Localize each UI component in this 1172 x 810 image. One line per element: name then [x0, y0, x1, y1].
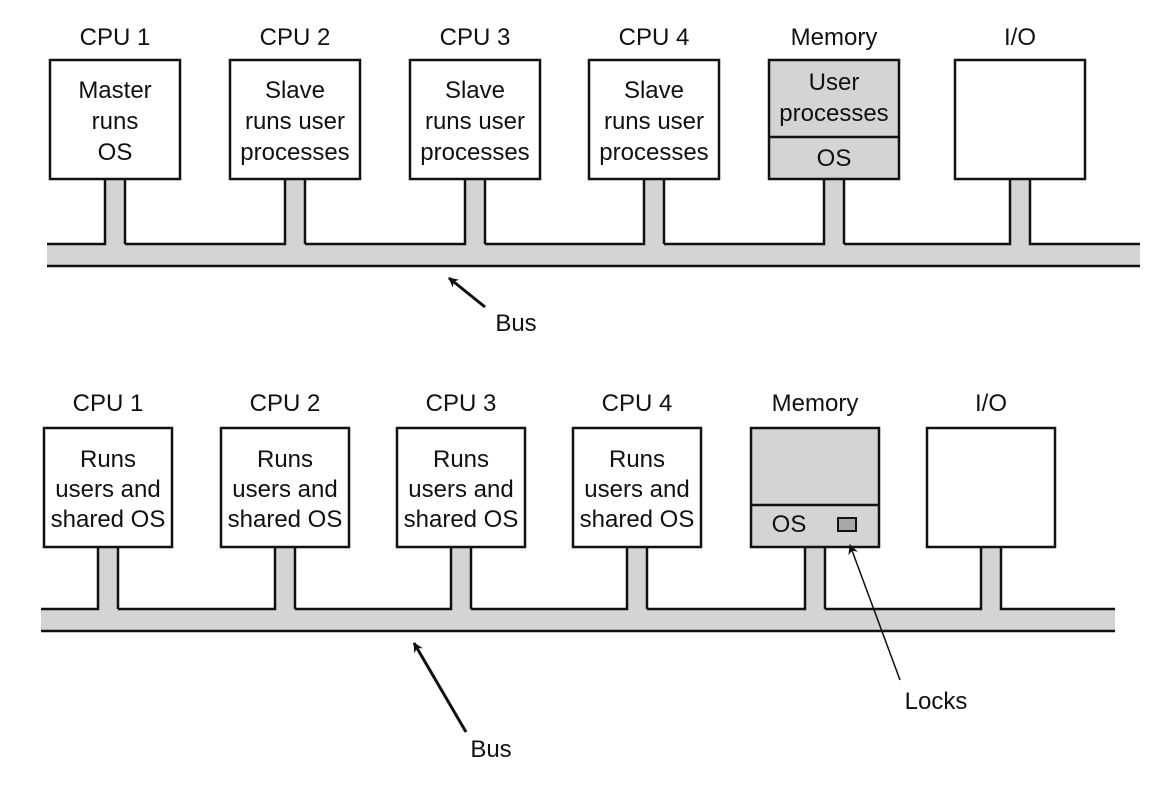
bus-connector [465, 179, 485, 246]
bus-connector [824, 179, 844, 246]
unit-box [749, 426, 881, 549]
unit-label: Memory [772, 390, 859, 417]
unit-text: shared OS [228, 506, 343, 533]
unit-text: Slave [445, 77, 505, 104]
unit-label: CPU 1 [73, 390, 144, 417]
unit-text: processes [599, 139, 708, 166]
unit-text: Runs [257, 446, 313, 473]
bus-connector [275, 547, 295, 611]
bus-top-edge [47, 179, 1140, 246]
unit-text: Runs [609, 446, 665, 473]
unit-box [395, 426, 527, 549]
unit-box [42, 426, 174, 549]
unit-text: runs [92, 108, 139, 135]
bus-connector [627, 547, 647, 611]
unit-label: CPU 4 [619, 24, 690, 51]
unit-cpu-2: CPU 2 Runs users and shared OS [219, 390, 351, 549]
bus-bar [41, 609, 1115, 631]
bus-connector [981, 547, 1001, 611]
unit-cpu-4: CPU 4 Slave runs user processes [587, 24, 721, 181]
unit-text: users and [232, 476, 337, 503]
memory-user-text: User [809, 69, 860, 96]
unit-label: CPU 1 [80, 24, 151, 51]
bus-connector [644, 179, 664, 246]
unit-box [587, 58, 721, 181]
unit-box [767, 58, 901, 181]
bus-connector [98, 547, 118, 611]
unit-text: runs user [604, 108, 704, 135]
bus [41, 547, 1115, 633]
bus-arrow-icon [412, 642, 468, 733]
unit-text: users and [408, 476, 513, 503]
locks-label: Locks [905, 688, 968, 715]
unit-label: Memory [791, 24, 878, 51]
memory-os-text: OS [772, 511, 807, 538]
bus-connector [805, 547, 825, 611]
unit-label: CPU 2 [260, 24, 331, 51]
unit-box [48, 58, 182, 181]
bus-bar [47, 244, 1140, 266]
unit-i-o: I/O [925, 390, 1057, 549]
locks-arrow-icon [848, 544, 901, 681]
unit-text: Runs [80, 446, 136, 473]
unit-box [219, 426, 351, 549]
unit-text: users and [55, 476, 160, 503]
unit-cpu-3: CPU 3 Runs users and shared OS [395, 390, 527, 549]
unit-text: Slave [624, 77, 684, 104]
bus-arrow-icon [448, 276, 486, 309]
unit-cpu-1: CPU 1 Runs users and shared OS [42, 390, 174, 549]
unit-label: CPU 3 [440, 24, 511, 51]
unit-label: I/O [1004, 24, 1036, 51]
lock-icon [837, 517, 857, 532]
memory-user-text: processes [779, 100, 888, 127]
unit-text: OS [98, 139, 133, 166]
unit-cpu-2: CPU 2 Slave runs user processes [228, 24, 362, 181]
unit-text: users and [584, 476, 689, 503]
unit-text: shared OS [580, 506, 695, 533]
unit-label: I/O [975, 390, 1007, 417]
unit-box [571, 426, 703, 549]
bus-top-edge [41, 547, 1115, 611]
bus-label: Bus [495, 310, 536, 337]
unit-cpu-3: CPU 3 Slave runs user processes [408, 24, 542, 181]
bus-connector [451, 547, 471, 611]
unit-box [925, 426, 1057, 549]
unit-text: shared OS [51, 506, 166, 533]
bus-connector [105, 179, 125, 246]
unit-text: shared OS [404, 506, 519, 533]
unit-box [953, 58, 1087, 181]
unit-text: Runs [433, 446, 489, 473]
bus-connector [285, 179, 305, 246]
unit-text: processes [240, 139, 349, 166]
memory-os-text: OS [817, 145, 852, 172]
unit-label: CPU 2 [250, 390, 321, 417]
bus-label: Bus [470, 736, 511, 763]
diagram-symmetric: CPU 1 Runs users and shared OS CPU 2 Runs user… [41, 390, 1115, 763]
unit-cpu-4: CPU 4 Runs users and shared OS [571, 390, 703, 549]
unit-i-o: I/O [953, 24, 1087, 181]
unit-box [228, 58, 362, 181]
unit-text: Master [78, 77, 151, 104]
unit-label: CPU 4 [602, 390, 673, 417]
unit-text: processes [420, 139, 529, 166]
unit-text: runs user [425, 108, 525, 135]
unit-label: CPU 3 [426, 390, 497, 417]
bus-connector [1010, 179, 1030, 246]
unit-box [408, 58, 542, 181]
bus [47, 179, 1140, 268]
unit-text: runs user [245, 108, 345, 135]
unit-text: Slave [265, 77, 325, 104]
